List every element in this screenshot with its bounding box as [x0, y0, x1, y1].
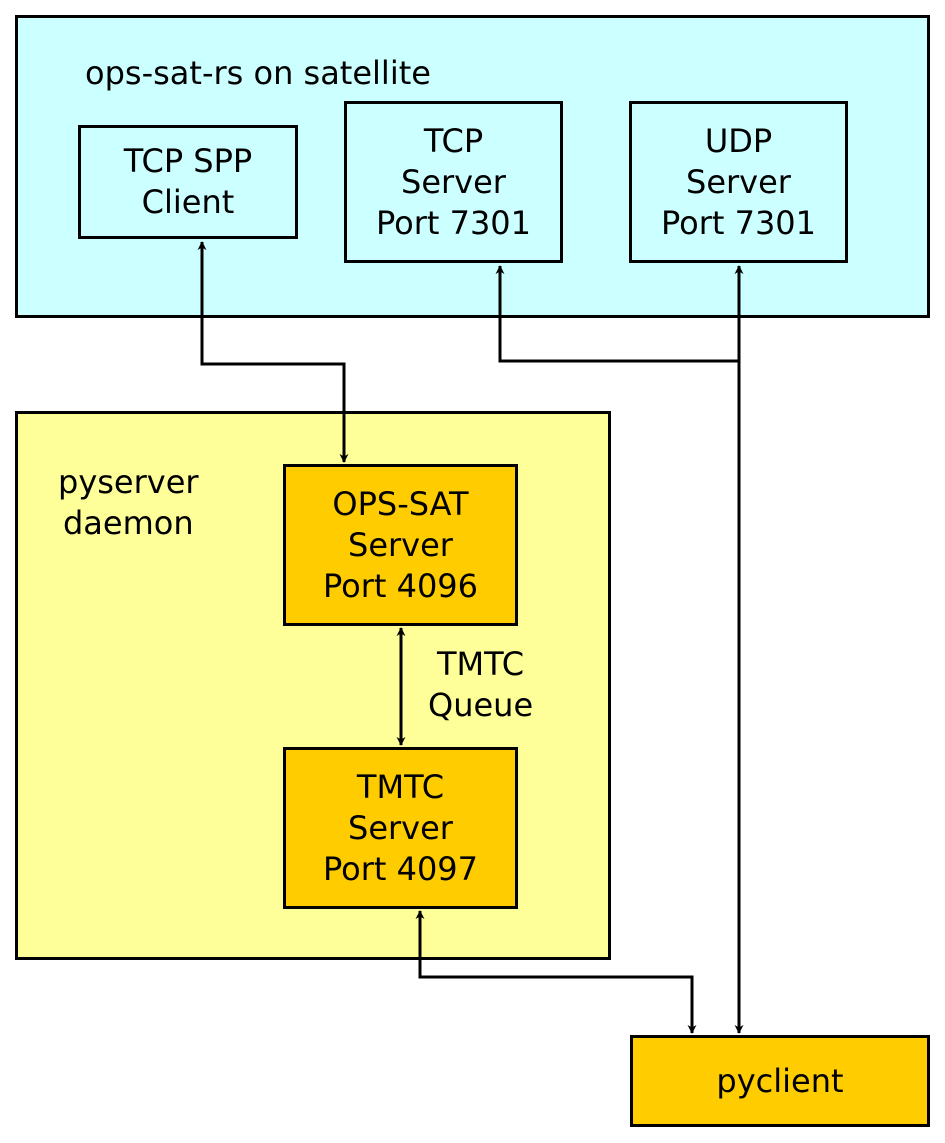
opssat-server-line-2: Server: [348, 525, 453, 564]
pyclient-label: pyclient: [716, 1061, 844, 1100]
udp-server-box: UDP Server Port 7301: [629, 101, 848, 263]
satellite-title: ops-sat-rs on satellite: [85, 54, 431, 92]
connector-tcp-server-branch: [495, 265, 739, 363]
pyclient-box: pyclient: [630, 1035, 930, 1127]
opssat-server-box: OPS-SAT Server Port 4096: [283, 464, 518, 626]
tmtc-server-line-2: Server: [348, 808, 453, 847]
tcp-spp-client-line-1: TCP SPP: [123, 142, 253, 180]
opssat-server-line-1: OPS-SAT: [332, 484, 469, 523]
daemon-title: pyserver daemon: [58, 462, 199, 544]
tmtc-queue-line-2: Queue: [428, 686, 534, 724]
connector-tmtc-to-pyclient: [415, 910, 697, 1034]
udp-server-line-3: Port 7301: [660, 203, 817, 242]
daemon-title-line-1: pyserver: [58, 463, 199, 501]
tmtc-server-line-1: TMTC: [356, 767, 445, 806]
daemon-title-line-2: daemon: [62, 504, 194, 542]
tcp-spp-client-line-2: Client: [141, 183, 235, 221]
udp-server-line-1: UDP: [704, 121, 773, 160]
tmtc-queue-line-1: TMTC: [436, 645, 525, 683]
tmtc-server-line-3: Port 4097: [322, 849, 479, 888]
tmtc-server-box: TMTC Server Port 4097: [283, 747, 518, 909]
tcp-server-box: TCP Server Port 7301: [344, 101, 563, 263]
tmtc-queue-label: TMTC Queue: [428, 644, 533, 726]
tcp-server-line-3: Port 7301: [375, 203, 532, 242]
tcp-spp-client-box: TCP SPP Client: [78, 125, 298, 239]
tcp-server-line-1: TCP: [423, 121, 484, 160]
tcp-server-line-2: Server: [401, 162, 506, 201]
connector-spp-to-opssat: [197, 241, 349, 463]
opssat-server-line-3: Port 4096: [322, 566, 479, 605]
udp-server-line-2: Server: [686, 162, 791, 201]
